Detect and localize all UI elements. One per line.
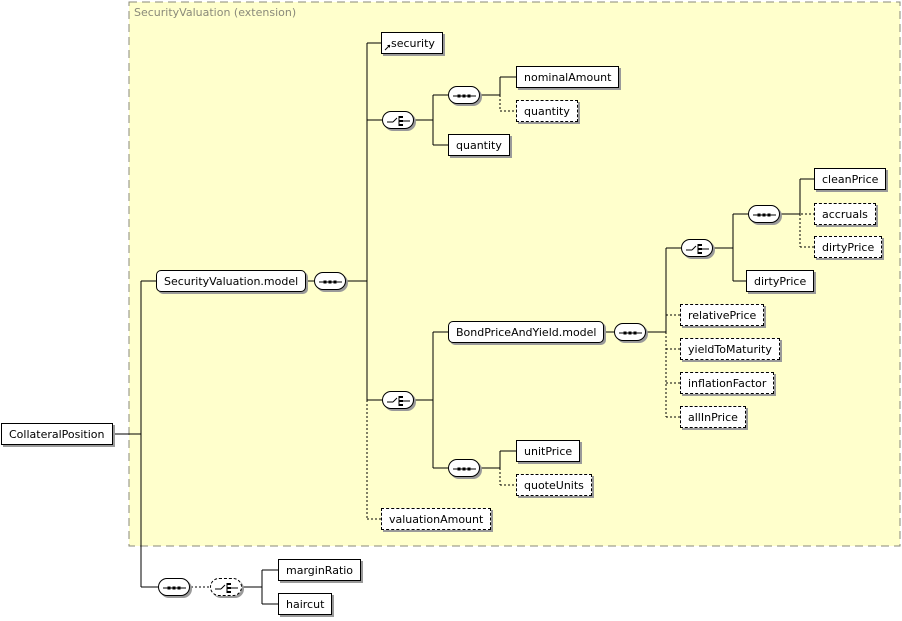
element-yield-to-maturity[interactable]: yieldToMaturity xyxy=(680,338,780,360)
element-nominal-amount[interactable]: nominalAmount xyxy=(516,66,620,88)
element-all-in-price[interactable]: allInPrice xyxy=(680,406,746,428)
element-dirty-price-optional[interactable]: dirtyPrice xyxy=(814,236,883,258)
compositor-glyph xyxy=(387,116,410,126)
element-quantity-optional[interactable]: quantity xyxy=(516,100,578,122)
reference-arrow-icon xyxy=(384,44,391,51)
element-collateral-position[interactable]: CollateralPosition xyxy=(1,423,113,445)
element-quote-units[interactable]: quoteUnits xyxy=(516,474,592,496)
sequence-compositor-icon[interactable] xyxy=(448,86,480,104)
element-relative-price[interactable]: relativePrice xyxy=(680,304,765,326)
model-group-bond-price-and-yield[interactable]: BondPriceAndYield.model xyxy=(448,321,605,343)
choice-compositor-icon[interactable] xyxy=(382,111,414,129)
group-title: SecurityValuation (extension) xyxy=(134,6,297,19)
sequence-compositor-icon[interactable] xyxy=(614,323,646,341)
element-haircut[interactable]: haircut xyxy=(278,593,333,615)
compositor-glyph xyxy=(163,586,186,590)
element-clean-price[interactable]: cleanPrice xyxy=(814,168,887,190)
sequence-compositor-icon[interactable] xyxy=(314,272,346,290)
sequence-compositor-icon[interactable] xyxy=(748,205,780,223)
sequence-compositor-icon[interactable] xyxy=(158,578,190,596)
compositor-glyph xyxy=(753,213,776,217)
model-group-security-valuation[interactable]: SecurityValuation.model xyxy=(156,270,307,292)
choice-compositor-icon[interactable] xyxy=(210,578,242,596)
security-label: security xyxy=(391,37,435,50)
compositor-glyph xyxy=(453,467,476,471)
compositor-glyph xyxy=(619,331,642,335)
choice-compositor-icon[interactable] xyxy=(382,391,414,409)
choice-compositor-icon[interactable] xyxy=(681,239,713,257)
compositor-glyph xyxy=(686,244,709,254)
element-valuation-amount[interactable]: valuationAmount xyxy=(381,508,492,530)
element-unit-price[interactable]: unitPrice xyxy=(516,440,581,462)
element-accruals[interactable]: accruals xyxy=(814,203,876,225)
compositor-glyph xyxy=(319,280,342,284)
element-margin-ratio[interactable]: marginRatio xyxy=(278,559,362,581)
compositor-glyph xyxy=(453,94,476,98)
element-quantity[interactable]: quantity xyxy=(448,134,510,156)
element-dirty-price[interactable]: dirtyPrice xyxy=(746,270,815,292)
compositor-glyph xyxy=(387,396,410,406)
sequence-compositor-icon[interactable] xyxy=(448,459,480,477)
compositor-glyph xyxy=(215,583,238,593)
element-inflation-factor[interactable]: inflationFactor xyxy=(680,372,775,394)
element-security[interactable]: security xyxy=(381,32,443,54)
